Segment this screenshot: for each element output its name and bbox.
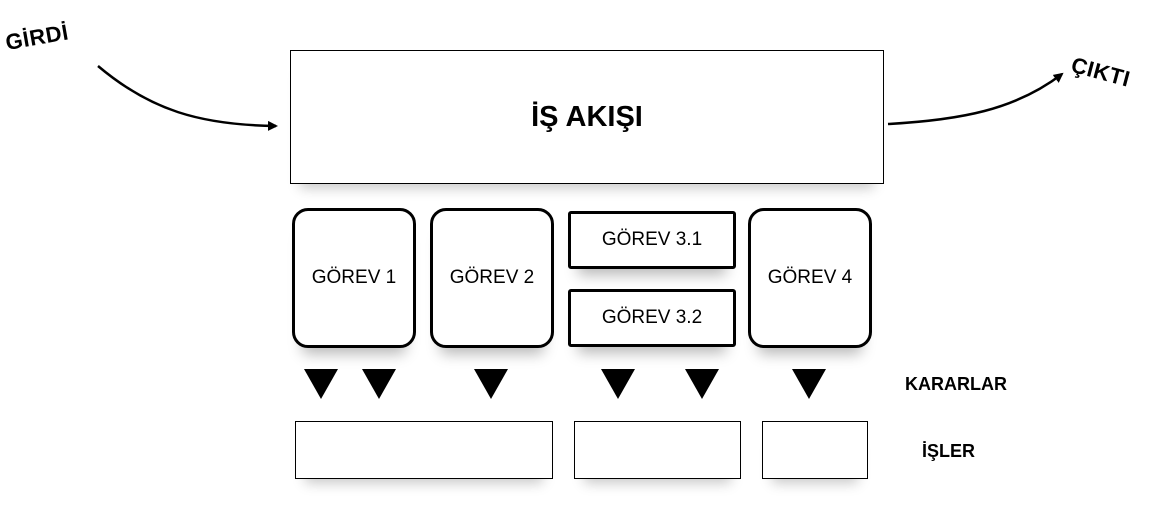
workflow-box: İŞ AKIŞI — [290, 50, 884, 184]
output-arrow — [887, 72, 1064, 126]
task-2: GÖREV 2 — [430, 208, 554, 348]
task-label: GÖREV 3.2 — [601, 307, 703, 328]
task-3-2: GÖREV 3.2 — [568, 289, 736, 347]
job-box — [762, 421, 868, 479]
decision-marker — [601, 369, 635, 399]
job-box — [574, 421, 741, 479]
workflow-title: İŞ AKIŞI — [531, 100, 643, 133]
task-label: GÖREV 2 — [449, 267, 535, 288]
decision-marker — [362, 369, 396, 399]
task-3-1: GÖREV 3.1 — [568, 211, 736, 269]
decision-marker — [474, 369, 508, 399]
decision-marker — [685, 369, 719, 399]
jobs-label: İŞLER — [922, 441, 976, 461]
decision-marker — [792, 369, 826, 399]
task-1: GÖREV 1 — [292, 208, 416, 348]
job-box — [295, 421, 553, 479]
task-4: GÖREV 4 — [748, 208, 872, 348]
task-label: GÖREV 1 — [311, 267, 397, 288]
decision-marker — [304, 369, 338, 399]
task-label: GÖREV 3.1 — [601, 229, 703, 250]
input-arrow — [97, 65, 278, 131]
task-label: GÖREV 4 — [767, 267, 853, 288]
decisions-label: KARARLAR — [905, 374, 1007, 394]
